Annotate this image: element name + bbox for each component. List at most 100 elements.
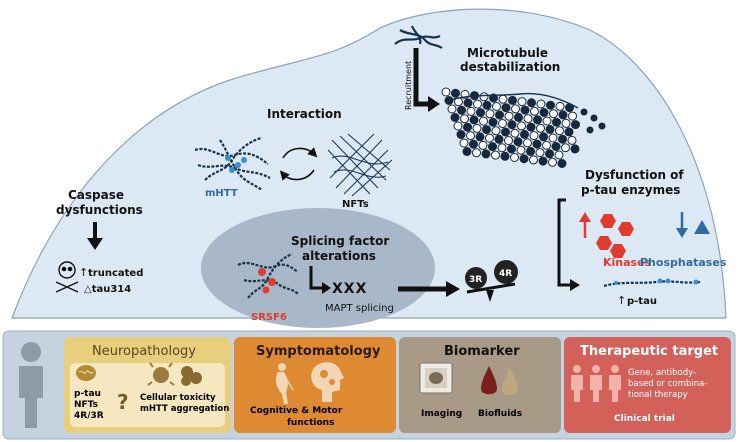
biomarker-biofluids: Biofluids [478, 409, 522, 419]
tubulin-dimer [488, 117, 498, 127]
tubulin-dimer [459, 138, 469, 148]
tubulin-dimer [482, 125, 491, 135]
symptomatology-line2: functions [287, 418, 334, 428]
tubulin-dimer [507, 144, 516, 154]
interaction-title: Interaction [267, 107, 342, 121]
splicing-background [201, 208, 435, 328]
tubulin-dimer [457, 105, 466, 115]
tubulin-dimer [564, 127, 574, 137]
head-gears-icon [311, 362, 344, 402]
tubulin-dimer [527, 98, 536, 108]
tubulin-dimer [530, 106, 539, 116]
caspase-arrowhead [87, 238, 103, 250]
tubulin-dimer [542, 116, 552, 126]
tubulin-dimer [498, 119, 507, 128]
tubulin-dimer [491, 150, 500, 160]
therapeutic-panel [564, 337, 731, 433]
detached-tubulin [590, 114, 598, 122]
enzymes-title-1: Dysfunction of [585, 168, 684, 182]
splicing-title-1: Splicing factor [291, 234, 389, 248]
symptomatology-title: Symptomatology [256, 344, 381, 359]
kinases-label: Kinases [603, 256, 652, 269]
tubulin-dimer [491, 126, 501, 136]
elderly-person-icon [275, 363, 294, 404]
tubulin-dimer [536, 99, 546, 109]
tubulin-dimer [495, 110, 504, 120]
tubulin-dimer [479, 116, 488, 126]
tubulin-dimer [456, 130, 466, 139]
tubulin-dimer [482, 100, 492, 110]
isoform-balance-icon [465, 260, 518, 302]
tubulin-dimer [466, 131, 475, 141]
tubulin-dimer [479, 92, 489, 102]
tubulin-dimer [520, 129, 529, 139]
tubulin-dimer [536, 123, 545, 133]
tubulin-dimer [523, 138, 532, 148]
iso-3r-label: 3R [469, 275, 482, 285]
tubulin-dimer [475, 132, 485, 142]
neuropathology-aggregation: mHTT aggregation [140, 404, 229, 414]
tubulin-dimer [514, 112, 523, 122]
neuropathology-title: Neuropathology [92, 344, 196, 359]
tubulin-dimer [545, 125, 555, 134]
mapt-splicing-label: MAPT splicing [325, 303, 394, 314]
tubulin-dimer [546, 100, 555, 110]
biomarker-title: Biomarker [444, 344, 520, 359]
tubulin-dimer [500, 151, 510, 161]
therapeutic-line2: based or combina- [628, 379, 707, 389]
tubulin-dimer [453, 121, 463, 131]
tubulin-dimer [545, 149, 554, 159]
tubulin-dimer [520, 105, 530, 115]
tubulin-dimer [485, 109, 495, 119]
detached-tubulin [598, 122, 606, 130]
tubulin-dimer [441, 87, 451, 97]
tubulin-dimer [511, 104, 520, 114]
therapeutic-trial: Clinical trial [614, 414, 675, 424]
tubulin-dimer [517, 121, 526, 131]
tubulin-dimer [508, 95, 517, 105]
therapeutic-title: Therapeutic target [580, 344, 718, 359]
tubulin-dimer [555, 126, 564, 136]
skull-icon [55, 261, 79, 293]
isoform-arrowhead [446, 281, 460, 297]
recruitment-label: Recruitment [404, 61, 413, 110]
phosphatases-label: Phosphatases [640, 256, 727, 269]
tubulin-dimer [504, 111, 514, 121]
tubulin-dimer [447, 104, 457, 114]
tubulin-dimer [513, 137, 523, 147]
tubulin-dimer [532, 139, 542, 149]
tubulin-dimer [533, 115, 542, 125]
enzymes-bracket-arrowhead [570, 279, 580, 291]
tubulin-dimer [489, 93, 498, 103]
microtubule-title-2: destabilization [460, 60, 560, 74]
tubulin-dimer [507, 120, 517, 130]
tubulin-dimer [523, 114, 533, 124]
truncated-up-arrow: ↑ [79, 266, 88, 279]
srsf6-label: SRSF6 [251, 312, 287, 323]
tubulin-dimer [549, 109, 558, 119]
kinases-up-arrowhead [579, 212, 591, 222]
tubulin-dimer [476, 108, 485, 118]
tubulin-dimer [463, 122, 472, 132]
detached-tubulin [586, 126, 594, 134]
biomarker-imaging: Imaging [421, 409, 462, 419]
tubulin-dimer [501, 127, 510, 137]
mhtt-aggregate-icon [194, 136, 271, 191]
tubulin-dimer [469, 115, 479, 125]
tubulin-dimer [481, 149, 491, 159]
kinases-icon [596, 214, 634, 258]
tubulin-dimer [538, 156, 548, 166]
nfts-tangle-icon [327, 133, 393, 197]
tubulin-dimer [548, 133, 558, 143]
enzymes-bracket [557, 198, 572, 287]
caspase-title-1: Caspase [68, 188, 124, 202]
recruitment-arrow [413, 48, 428, 107]
tubulin-dimer [561, 118, 571, 128]
tubulin-dimer [463, 98, 473, 108]
tubulin-dimer [568, 111, 577, 121]
tubulin-dimer [450, 113, 460, 122]
tubulin-dimer [510, 153, 519, 162]
srsf6-protein-icon [237, 252, 299, 299]
tubulin-dimer [473, 99, 482, 109]
tubulin-dimer [460, 114, 469, 124]
